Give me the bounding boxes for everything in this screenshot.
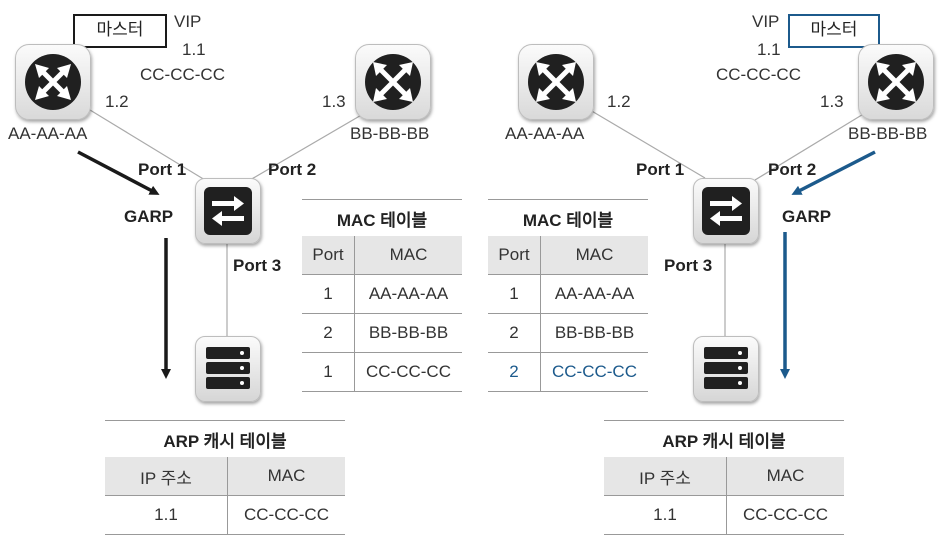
- mac-header-mac: MAC: [354, 236, 462, 275]
- arp-cell-mac: CC-CC-CC: [726, 495, 844, 535]
- table-row: 1 CC-CC-CC: [302, 352, 462, 392]
- router2-mac: BB-BB-BB: [350, 124, 430, 143]
- mac-cell-port-updated: 2: [488, 352, 541, 392]
- router2-mac: BB-BB-BB: [848, 124, 928, 143]
- router2-ip: 1.3: [322, 92, 346, 111]
- arp-table-title: ARP 캐시 테이블: [105, 420, 345, 457]
- vip-label: VIP: [174, 12, 202, 31]
- link-router1-switch-right: [589, 109, 706, 179]
- table-row: 1.1 CC-CC-CC: [604, 495, 844, 535]
- mac-cell-mac: CC-CC-CC: [354, 352, 462, 392]
- table-row: 2 CC-CC-CC: [488, 352, 648, 392]
- switch-icon: [195, 178, 261, 244]
- master-label: 마스터: [810, 20, 858, 39]
- table-row: 1 AA-AA-AA: [488, 274, 648, 314]
- port2-label: Port 2: [268, 160, 317, 179]
- vip-ip: 1.1: [757, 40, 781, 59]
- arp-cache-table: ARP 캐시 테이블 IP 주소 MAC 1.1 CC-CC-CC: [604, 420, 844, 535]
- arp-header-ip: IP 주소: [604, 457, 727, 496]
- mac-cell-mac: BB-BB-BB: [354, 313, 462, 353]
- arp-cache-table: ARP 캐시 테이블 IP 주소 MAC 1.1 CC-CC-CC: [105, 420, 345, 535]
- port1-label: Port 1: [636, 160, 685, 179]
- mac-table-title: MAC 테이블: [488, 199, 648, 236]
- mac-header-mac: MAC: [540, 236, 648, 275]
- port3-label: Port 3: [664, 256, 713, 275]
- garp-label: GARP: [124, 207, 174, 226]
- garp-arrow-to-switch-right: [791, 150, 876, 195]
- mac-cell-mac: AA-AA-AA: [540, 274, 648, 314]
- mac-header-port: Port: [488, 236, 541, 275]
- arp-header-mac: MAC: [227, 457, 345, 496]
- router1-ip: 1.2: [105, 92, 129, 111]
- router-icon: [518, 44, 594, 120]
- port1-label: Port 1: [138, 160, 187, 179]
- mac-cell-port: 1: [302, 352, 355, 392]
- link-router2-switch: [249, 109, 371, 181]
- arp-cell-ip: 1.1: [105, 495, 228, 535]
- vip-mac: CC-CC-CC: [716, 65, 801, 84]
- vip-label: VIP: [752, 12, 780, 31]
- mac-table-title: MAC 테이블: [302, 199, 462, 236]
- table-row: 2 BB-BB-BB: [302, 313, 462, 353]
- arp-cell-ip: 1.1: [604, 495, 727, 535]
- mac-header-port: Port: [302, 236, 355, 275]
- router-icon: [355, 44, 431, 120]
- switch-icon: [693, 178, 759, 244]
- arp-header-ip: IP 주소: [105, 457, 228, 496]
- arp-cell-mac: CC-CC-CC: [227, 495, 345, 535]
- router1-ip: 1.2: [607, 92, 631, 111]
- table-row: 2 BB-BB-BB: [488, 313, 648, 353]
- mac-cell-port: 1: [302, 274, 355, 314]
- mac-cell-mac: AA-AA-AA: [354, 274, 462, 314]
- router-icon: [15, 44, 91, 120]
- link-router2-switch-right: [754, 109, 871, 181]
- mac-cell-mac: BB-BB-BB: [540, 313, 648, 353]
- router-icon: [858, 44, 934, 120]
- router2-ip: 1.3: [820, 92, 844, 111]
- vip-mac: CC-CC-CC: [140, 65, 225, 84]
- mac-cell-port: 2: [488, 313, 541, 353]
- router1-mac: AA-AA-AA: [8, 124, 88, 143]
- server-icon: [693, 336, 759, 402]
- table-row: 1.1 CC-CC-CC: [105, 495, 345, 535]
- link-router1-switch: [89, 109, 206, 181]
- table-row: 1 AA-AA-AA: [302, 274, 462, 314]
- port2-label: Port 2: [768, 160, 817, 179]
- mac-table-before: MAC 테이블 Port MAC 1 AA-AA-AA 2 BB-BB-BB 1…: [302, 199, 462, 392]
- mac-cell-port: 2: [302, 313, 355, 353]
- port3-label: Port 3: [233, 256, 282, 275]
- master-label-box-right: 마스터: [788, 14, 880, 48]
- mac-cell-mac-updated: CC-CC-CC: [540, 352, 648, 392]
- router1-mac: AA-AA-AA: [505, 124, 585, 143]
- mac-cell-port: 1: [488, 274, 541, 314]
- garp-label: GARP: [782, 207, 832, 226]
- arp-table-title: ARP 캐시 테이블: [604, 420, 844, 457]
- arp-header-mac: MAC: [726, 457, 844, 496]
- server-icon: [195, 336, 261, 402]
- master-label: 마스터: [96, 20, 144, 39]
- garp-arrow-to-switch: [77, 150, 160, 195]
- mac-table-after: MAC 테이블 Port MAC 1 AA-AA-AA 2 BB-BB-BB 2…: [488, 199, 648, 392]
- master-label-box: 마스터: [73, 14, 167, 48]
- vip-ip: 1.1: [182, 40, 206, 59]
